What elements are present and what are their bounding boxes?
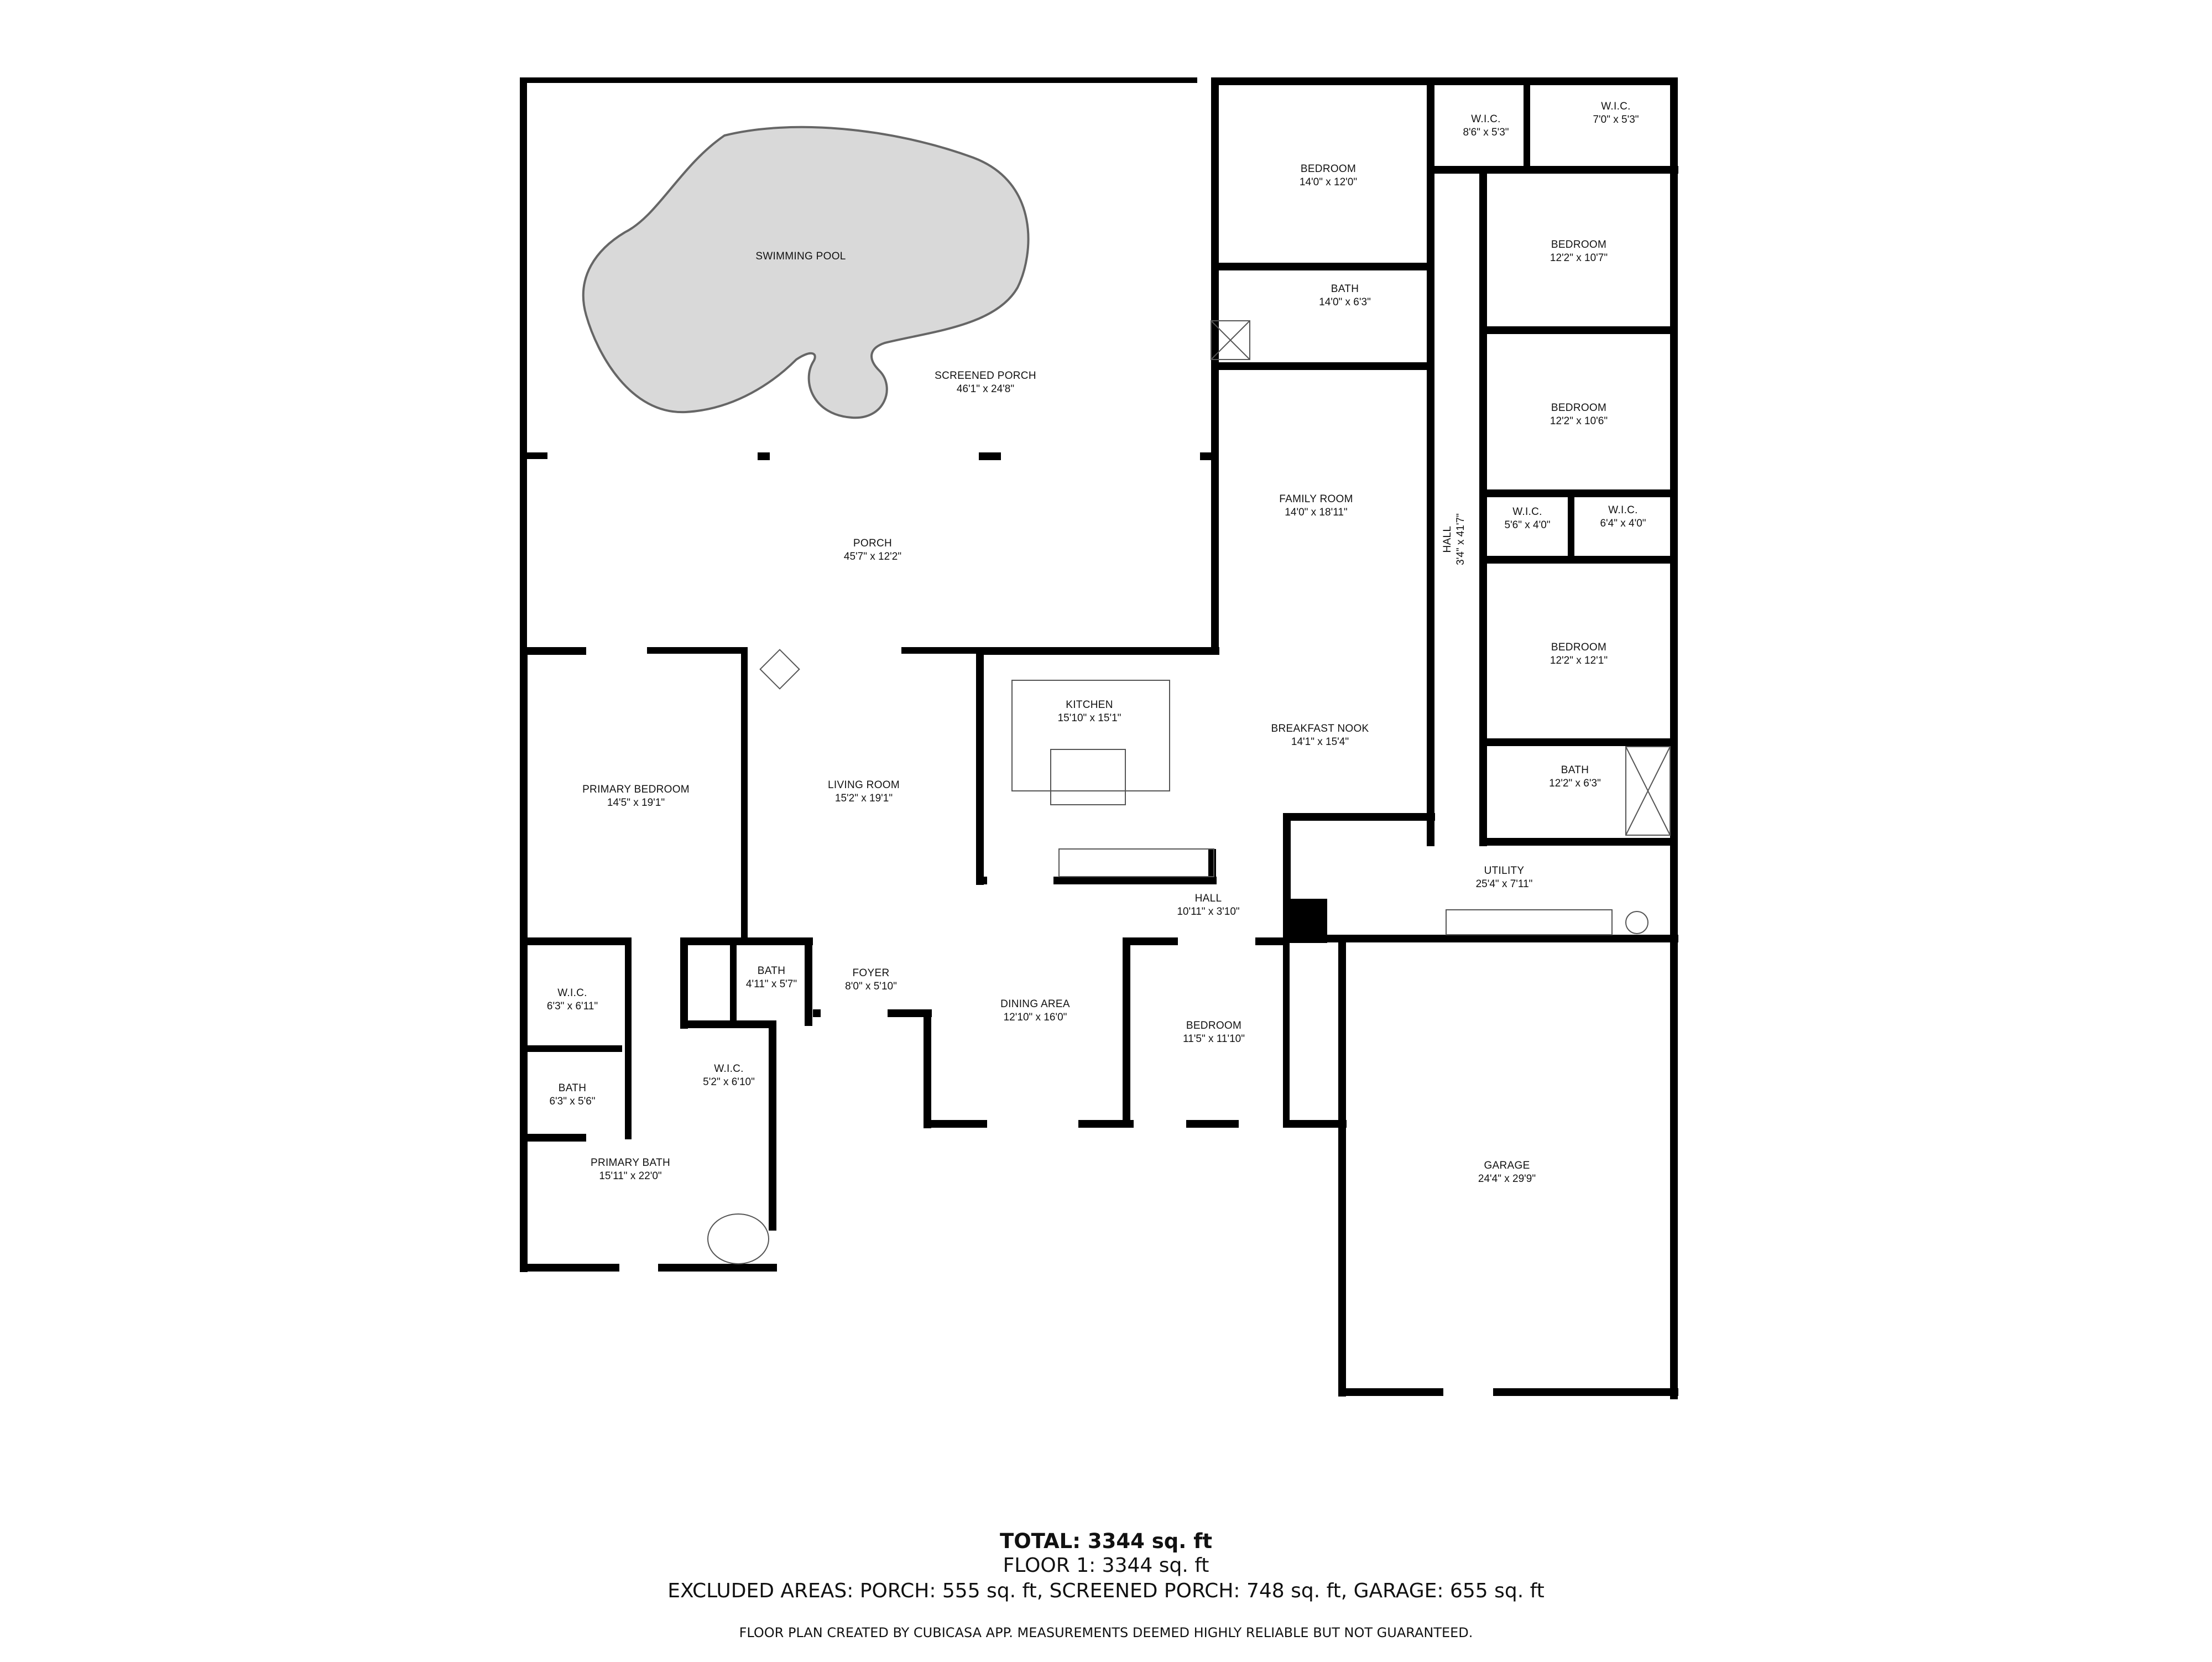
room-name: W.I.C. [557,987,587,999]
room-name: BATH [757,965,786,977]
room-name: PORCH [853,538,893,549]
room-primary-bath: PRIMARY BATH 15'11" x 22'0" [591,1156,670,1183]
room-name: BATH [1331,283,1359,295]
room-wic-ne-1: W.I.C. 8'6" x 5'3" [1463,113,1509,139]
room-bedroom-ne-1: BEDROOM 14'0" x 12'0" [1300,163,1357,189]
room-name: BEDROOM [1551,239,1607,251]
room-dimensions: 7'0" x 5'3" [1593,114,1639,126]
room-primary-bedroom: PRIMARY BEDROOM 14'5" x 19'1" [582,783,690,810]
room-name: W.I.C. [1608,504,1638,516]
walls [520,77,1678,1399]
room-name: BATH [1561,764,1589,776]
room-name: SCREENED PORCH [935,370,1036,382]
room-dimensions: 14'0" x 6'3" [1319,296,1371,308]
floor-area: FLOOR 1: 3344 sq. ft [1003,1554,1209,1577]
room-dimensions: 14'0" x 12'0" [1299,176,1358,188]
room-dimensions: 4'11" x 5'7" [745,978,797,990]
room-bath-east: BATH 12'2" x 6'3" [1549,764,1601,790]
room-name: W.I.C. [1601,101,1631,112]
room-name: FOYER [852,967,890,979]
room-name: BEDROOM [1551,402,1607,414]
room-wic-e-2: W.I.C. 6'4" x 4'0" [1600,504,1646,530]
room-name: GARAGE [1484,1160,1530,1171]
room-dimensions: 46'1" x 24'8" [956,383,1015,395]
room-dimensions: 15'11" x 22'0" [599,1170,662,1182]
room-wic-primary-2: W.I.C. 5'2" x 6'10" [703,1062,755,1089]
room-name: HALL [1442,525,1453,553]
room-bedroom-e-3: BEDROOM 12'2" x 12'1" [1550,641,1608,668]
swimming-pool-shape [582,126,1030,419]
room-screened-porch: SCREENED PORCH 46'1" x 24'8" [935,369,1036,396]
room-utility: UTILITY 25'4" x 7'11" [1476,864,1533,891]
room-dimensions: 10'11" x 3'10" [1177,906,1240,918]
room-dimensions: 6'3" x 6'11" [546,1001,598,1012]
room-name: DINING AREA [1000,998,1070,1010]
room-bath-half: BATH 4'11" x 5'7" [746,965,797,991]
fixtures [707,320,1671,1264]
room-dimensions: 14'0" x 18'11" [1285,507,1348,518]
room-garage: GARAGE 24'4" x 29'9" [1478,1159,1536,1186]
total-area: TOTAL: 3344 sq. ft [999,1529,1213,1553]
room-bedroom-s: BEDROOM 11'5" x 11'10" [1183,1019,1245,1046]
room-name: BATH [558,1082,587,1094]
room-dimensions: 6'3" x 5'6" [549,1096,596,1107]
room-dimensions: 12'2" x 10'6" [1550,415,1608,427]
room-name: BREAKFAST NOOK [1271,723,1369,734]
room-dimensions: 8'6" x 5'3" [1463,127,1509,138]
room-bedroom-e-2: BEDROOM 12'2" x 10'6" [1550,402,1608,428]
room-name: SWIMMING POOL [755,251,846,262]
room-dimensions: 14'1" x 15'4" [1291,736,1349,748]
room-dimensions: 12'2" x 12'1" [1550,655,1608,666]
room-dining-area: DINING AREA 12'10" x 16'0" [1000,998,1070,1024]
room-dimensions: 45'7" x 12'2" [843,551,902,562]
room-name: BEDROOM [1300,163,1357,175]
room-name: BEDROOM [1551,642,1607,653]
room-dimensions: 5'6" x 4'0" [1504,519,1551,531]
room-dimensions: 24'4" x 29'9" [1478,1173,1536,1185]
room-dimensions: 15'10" x 15'1" [1057,712,1121,724]
room-dimensions: 15'2" x 19'1" [834,793,893,804]
room-dimensions: 11'5" x 11'10" [1183,1033,1245,1045]
room-name: W.I.C. [1471,113,1501,125]
room-foyer: FOYER 8'0" x 5'10" [845,967,897,993]
room-dimensions: 5'2" x 6'10" [703,1076,755,1088]
room-name: W.I.C. [1512,506,1542,518]
room-swimming-pool: SWIMMING POOL [755,250,846,263]
room-dimensions: 8'0" x 5'10" [845,981,897,992]
room-wic-e-1: W.I.C. 5'6" x 4'0" [1504,506,1550,532]
room-dimensions: 3'4" x 41'7" [1455,513,1467,565]
room-hall-short: HALL 10'11" x 3'10" [1177,892,1239,919]
room-name: W.I.C. [714,1063,744,1075]
room-dimensions: 25'4" x 7'11" [1475,878,1533,890]
disclaimer: FLOOR PLAN CREATED BY CUBICASA APP. MEAS… [739,1625,1473,1640]
room-wic-ne-2: W.I.C. 7'0" x 5'3" [1593,100,1639,127]
excluded-areas: EXCLUDED AREAS: PORCH: 555 sq. ft, SCREE… [667,1580,1545,1602]
room-bath-north: BATH 14'0" x 6'3" [1319,283,1371,309]
room-name: PRIMARY BEDROOM [582,784,690,795]
room-wic-primary-1: W.I.C. 6'3" x 6'11" [547,987,598,1013]
room-dimensions: 12'2" x 6'3" [1549,778,1601,789]
room-name: FAMILY ROOM [1279,493,1353,505]
room-bedroom-e-1: BEDROOM 12'2" x 10'7" [1550,238,1608,265]
room-living-room: LIVING ROOM 15'2" x 19'1" [828,779,900,805]
room-family-room: FAMILY ROOM 14'0" x 18'11" [1279,493,1353,519]
room-name: PRIMARY BATH [590,1157,671,1169]
room-name: KITCHEN [1066,699,1113,711]
room-dimensions: 6'4" x 4'0" [1600,518,1646,529]
room-bath-primary-small: BATH 6'3" x 5'6" [549,1082,595,1108]
room-kitchen: KITCHEN 15'10" x 15'1" [1058,699,1121,725]
room-name: HALL [1194,893,1222,904]
room-porch: PORCH 45'7" x 12'2" [844,537,901,564]
room-name: UTILITY [1484,865,1525,877]
room-name: BEDROOM [1186,1020,1242,1031]
room-breakfast-nook: BREAKFAST NOOK 14'1" x 15'4" [1271,722,1369,749]
room-dimensions: 14'5" x 19'1" [607,797,665,809]
room-dimensions: 12'2" x 10'7" [1550,252,1608,264]
room-dimensions: 12'10" x 16'0" [1003,1012,1067,1023]
room-name: LIVING ROOM [828,779,900,791]
room-hall-long: HALL 3'4" x 41'7" [1441,513,1468,565]
